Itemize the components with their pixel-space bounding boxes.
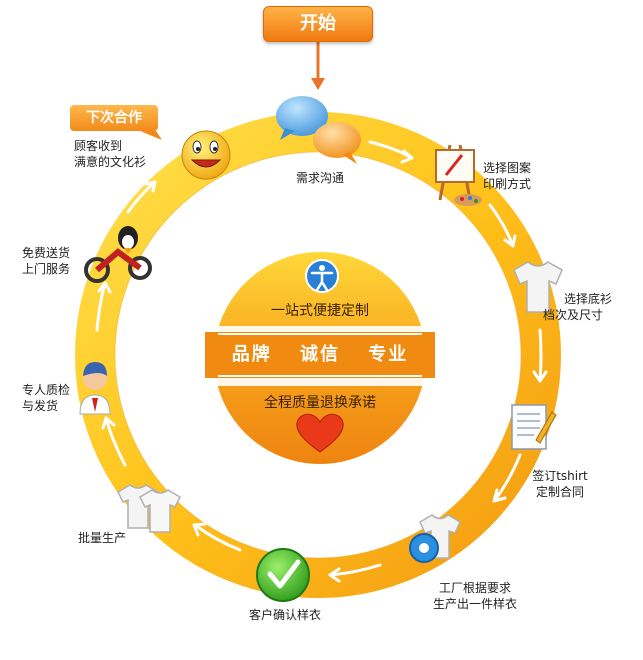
step-label-4: 签订tshirt 定制合同 [520, 468, 600, 500]
start-tag: 开始 [263, 6, 373, 42]
step-label-line: 顾客收到 [74, 139, 123, 153]
step-label-line: 客户确认样衣 [248, 608, 321, 622]
ring-arrow [126, 180, 157, 214]
step-label-9: 免费送货 上门服务 [22, 245, 70, 277]
ring-arrows [95, 140, 548, 583]
step-label-line: 定制合同 [535, 485, 584, 499]
step-label-6: 客户确认样衣 [240, 607, 330, 623]
ring-arrow [532, 328, 548, 383]
ring-inner-edge [114, 151, 522, 559]
step-label-line: 满意的文化衫 [74, 155, 147, 169]
ring-arrow [492, 453, 522, 503]
inspector-icon [79, 362, 111, 415]
tshirts-icon [117, 484, 181, 533]
step-label-line: 印刷方式 [483, 177, 532, 191]
step-label-1: 需求沟通 [288, 170, 352, 186]
contract-icon [511, 404, 557, 450]
step-label-8: 专人质检 与发货 [22, 382, 70, 414]
ring-arrow [488, 203, 517, 248]
tshirt-icon [513, 261, 563, 313]
start-arrow [311, 42, 325, 90]
center-badge [205, 252, 435, 464]
step-label-line: 选择底衫 [564, 292, 613, 306]
step-label-line: 签订tshirt [532, 469, 588, 483]
step-label-line: 档次及尺寸 [543, 308, 604, 322]
step-label-line: 与发货 [22, 399, 59, 413]
ring-arrow [95, 281, 112, 332]
speech-bubbles-icon [276, 96, 361, 164]
ring-arrow [368, 140, 414, 164]
next-cooperation-tag: 下次合作 [70, 105, 158, 131]
easel-icon [435, 144, 482, 206]
heart-icon [296, 413, 344, 453]
center-slogan-1: 一站式便捷定制 [271, 303, 369, 319]
center-slogan-2: 品牌 诚信 专业 [231, 344, 409, 365]
step-label-3b: 档次及尺寸 [543, 307, 603, 323]
step-label-line: 工厂根据要求 [438, 581, 511, 595]
step-label-line: 专人质检 [22, 383, 71, 397]
step-label-2: 选择图案 印刷方式 [483, 160, 531, 192]
ring-arrow [192, 522, 242, 552]
step-label-line: 批量生产 [77, 531, 126, 545]
step-label-5: 工厂根据要求 生产出一件样衣 [420, 580, 530, 612]
step-label-3: 选择底衫 [564, 291, 612, 307]
step-label-10: 顾客收到 满意的文化衫 [74, 138, 146, 170]
ring-arrow [328, 563, 382, 583]
smiley-icon [181, 130, 231, 180]
accessibility-icon [305, 259, 339, 293]
next-tag-tail [140, 131, 162, 140]
ring-arrow [101, 416, 127, 467]
checkmark-icon [256, 548, 310, 602]
center-slogan-3: 全程质量退换承诺 [264, 395, 376, 411]
gear-tshirt-icon [409, 514, 461, 563]
step-label-line: 选择图案 [483, 161, 532, 175]
step-label-line: 上门服务 [22, 262, 71, 276]
step-label-line: 需求沟通 [295, 171, 344, 185]
step-label-line: 生产出一件样衣 [432, 597, 517, 611]
motorcycle-delivery-icon [84, 226, 152, 283]
step-label-line: 免费送货 [22, 246, 71, 260]
step-label-7: 批量生产 [72, 530, 132, 546]
